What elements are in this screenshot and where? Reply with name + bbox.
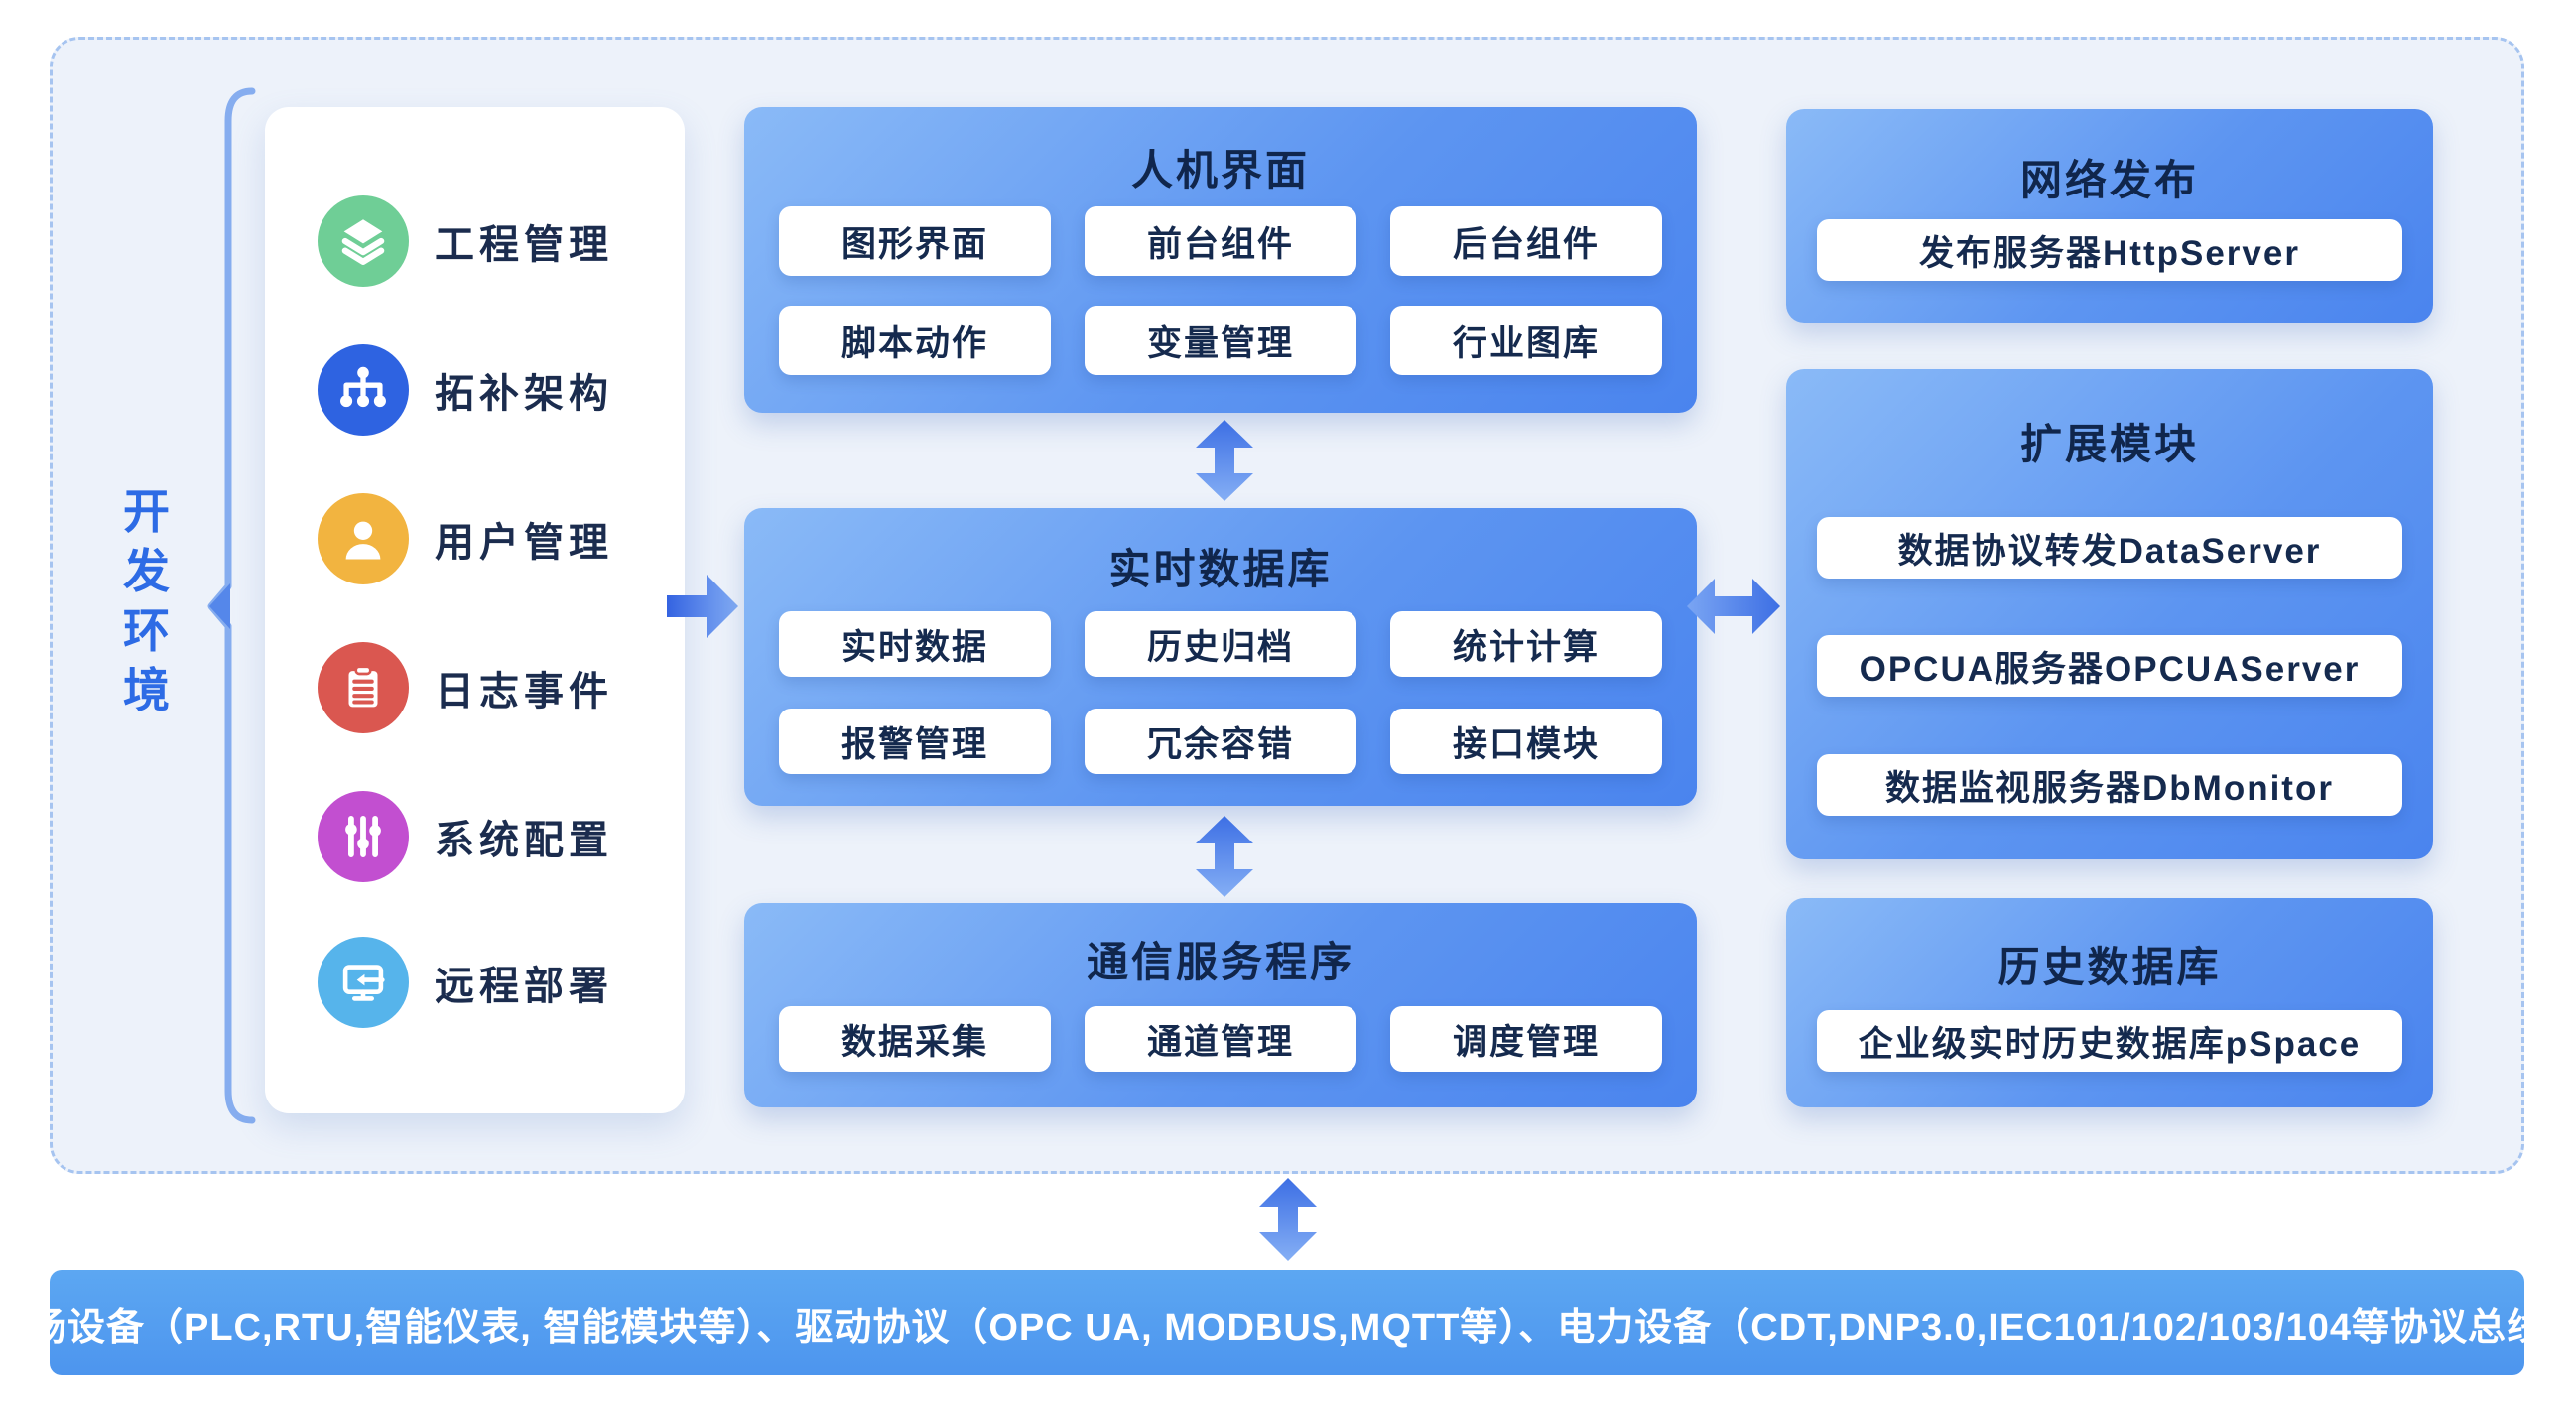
module-chip: 数据协议转发DataServer [1817,517,2402,579]
module-chip: 数据监视服务器DbMonitor [1817,754,2402,816]
box-title: 通信服务程序 [1086,939,1354,985]
module-chip: 企业级实时历史数据库pSpace [1817,1010,2402,1072]
box-title: 历史数据库 [1997,944,2222,990]
dev-tools-sidebar: 工程管理 拓补架构 用户管理 [265,107,685,1113]
module-chip: 行业图库 [1390,306,1662,375]
db-extension-arrow-icon [1687,579,1780,634]
sidebar-to-db-arrow-icon [667,575,738,638]
dev-env-char: 开 [123,485,170,538]
sidebar-item-label: 工程管理 [435,223,613,267]
history-db-box: 历史数据库 企业级实时历史数据库pSpace [1786,898,2433,1107]
external-bus-arrow-icon [1259,1178,1317,1261]
module-chip: 接口模块 [1390,709,1662,774]
module-chip: 脚本动作 [779,306,1051,375]
sidebar-item-system-config: 系统配置 [318,791,675,882]
box-title: 扩展模块 [2019,421,2199,467]
web-publish-box: 网络发布 发布服务器HttpServer [1786,109,2433,323]
bracket-icon [207,87,256,1124]
module-chip: 通道管理 [1085,1006,1356,1072]
monitor-icon [318,937,409,1028]
sidebar-item-label: 系统配置 [435,819,613,862]
module-chip: 冗余容错 [1085,709,1356,774]
module-chip: 数据采集 [779,1006,1051,1072]
sidebar-item-project-management: 工程管理 [318,195,675,287]
sidebar-item-log-events: 日志事件 [318,642,675,733]
device-bus-bar: 现场设备（PLC,RTU,智能仪表, 智能模块等）、驱动协议（OPC UA, M… [0,1270,2576,1375]
sidebar-item-topology: 拓补架构 [318,344,675,436]
sidebar-item-label: 拓补架构 [435,372,613,416]
sidebar-item-label: 日志事件 [435,670,613,713]
layers-icon [318,195,409,287]
clipboard-icon [318,642,409,733]
module-chip: 调度管理 [1390,1006,1662,1072]
module-chip: 前台组件 [1085,206,1356,276]
extension-box: 扩展模块 数据协议转发DataServer OPCUA服务器OPCUAServe… [1786,369,2433,859]
comm-service-box: 通信服务程序 数据采集 通道管理 调度管理 [744,903,1697,1107]
box-title: 网络发布 [2019,157,2199,203]
dev-env-char: 环 [123,604,170,657]
sidebar-item-label: 远程部署 [435,965,613,1008]
module-chip: OPCUA服务器OPCUAServer [1817,635,2402,697]
topology-icon [318,344,409,436]
dev-env-char: 境 [123,664,170,716]
module-chip: 变量管理 [1085,306,1356,375]
sidebar-item-remote-deploy: 远程部署 [318,937,675,1028]
dev-env-label: 开 发 环 境 [123,488,170,713]
module-chip: 历史归档 [1085,611,1356,677]
realtime-db-box: 实时数据库 实时数据 历史归档 统计计算 报警管理 冗余容错 接口模块 [744,508,1697,806]
sliders-icon [318,791,409,882]
db-comm-arrow-icon [1196,816,1253,897]
module-chip: 报警管理 [779,709,1051,774]
module-chip: 发布服务器HttpServer [1817,219,2402,281]
sidebar-item-user-management: 用户管理 [318,493,675,584]
box-title: 人机界面 [1130,147,1310,194]
hmi-box: 人机界面 图形界面 前台组件 后台组件 脚本动作 变量管理 行业图库 [744,107,1697,413]
sidebar-item-label: 用户管理 [435,521,613,565]
module-chip: 实时数据 [779,611,1051,677]
box-title: 实时数据库 [1108,546,1333,592]
module-chip: 后台组件 [1390,206,1662,276]
module-chip: 图形界面 [779,206,1051,276]
module-chip: 统计计算 [1390,611,1662,677]
dev-env-char: 发 [123,545,170,597]
hmi-db-arrow-icon [1196,420,1253,501]
device-bus-text: 现场设备（PLC,RTU,智能仪表, 智能模块等）、驱动协议（OPC UA, M… [0,1306,2576,1349]
user-icon [318,493,409,584]
